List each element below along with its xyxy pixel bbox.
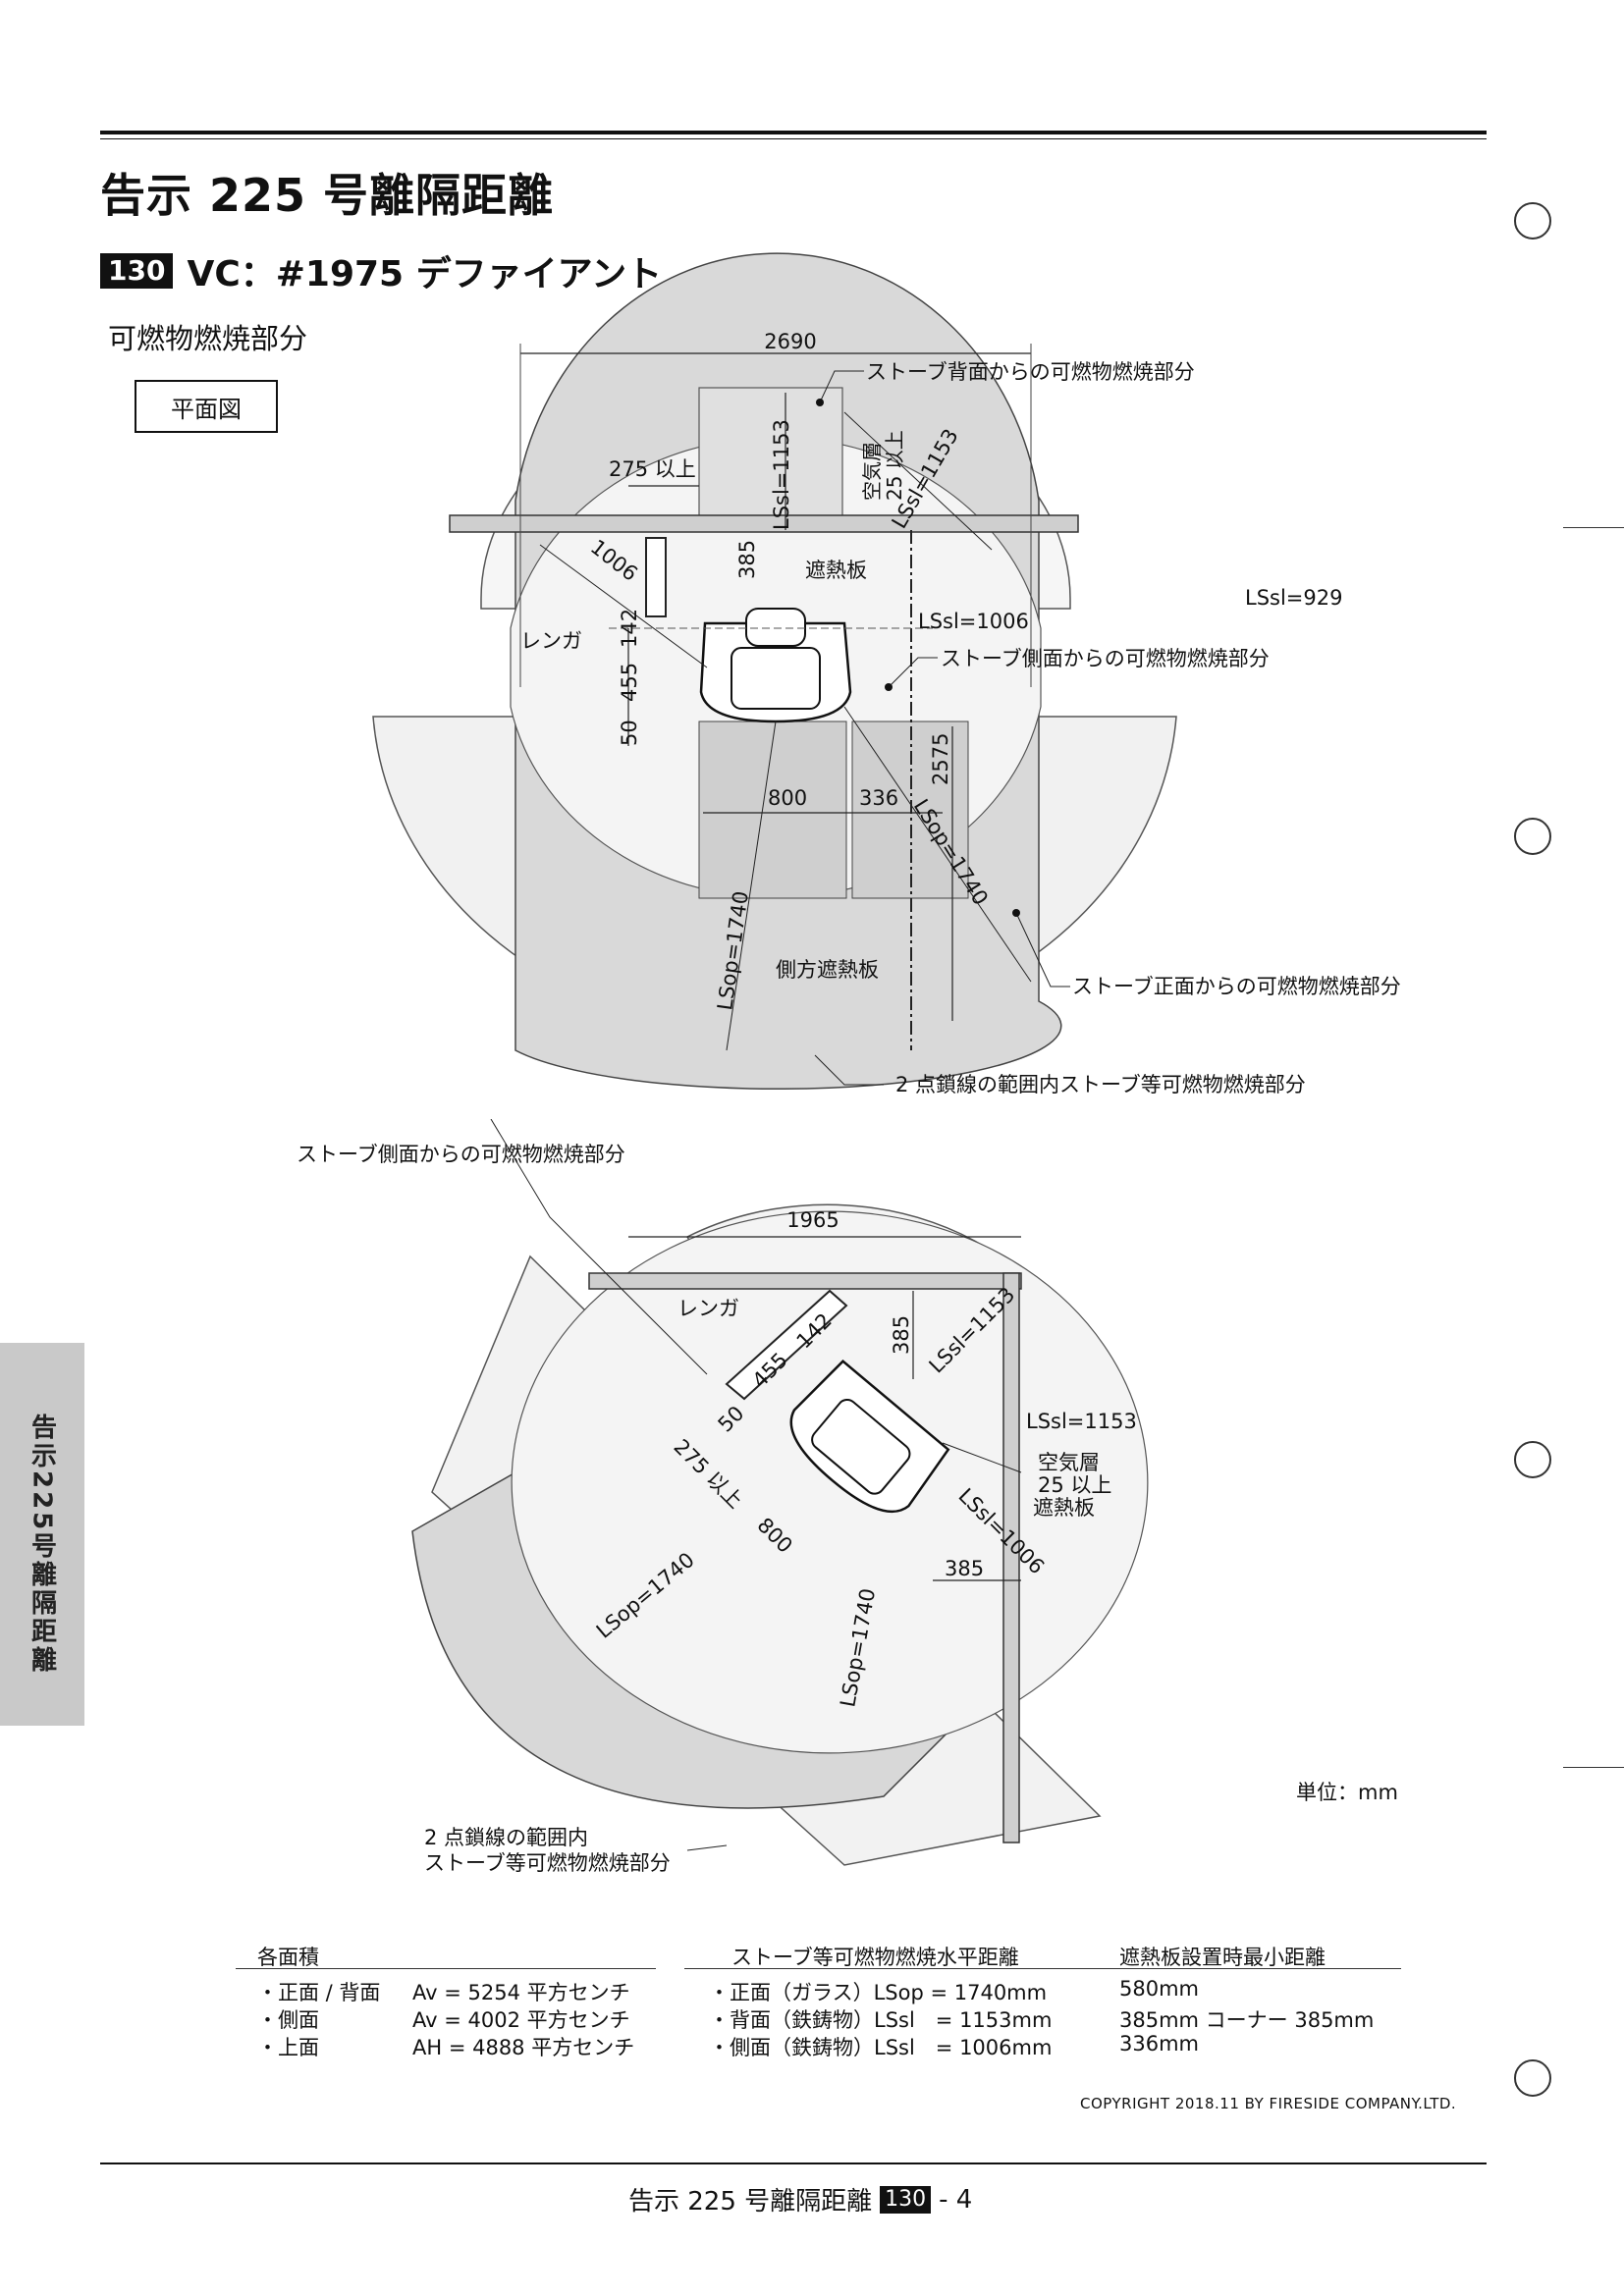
distance-row-1-min: 580mm [1119,1977,1199,2001]
label-1965: 1965 [786,1208,839,1232]
section-heading: 可燃物燃焼部分 [108,322,308,355]
page-number: - 4 [939,2184,973,2215]
area-row-2-value: Av = 4002 平方センチ [412,2008,630,2032]
model-name: VC：#1975 デファイアント [187,254,663,294]
label-455: 455 [618,663,641,702]
binder-hole-4 [1514,2059,1551,2097]
footer-title: 告示 225 号離隔距離 [628,2187,873,2216]
distance-row-1-label: ・正面（ガラス）LSop = 1740mm [709,1981,1048,2004]
label-lssl-1006: LSsl=1006 [918,610,1029,633]
corner-wall-top [588,1272,1022,1290]
label-2575: 2575 [929,733,952,785]
copyright: COPYRIGHT 2018.11 BY FIRESIDE COMPANY.LT… [1080,2095,1457,2112]
area-row-3-label: ・上面 [257,2036,319,2059]
binder-hole-3 [1514,1441,1551,1478]
leader-chain [686,1844,728,1851]
label-2690: 2690 [764,330,816,353]
label-lssl-1153: LSsl=1153 [770,419,793,530]
distance-row-2-min: 385mm コーナー 385mm [1119,2008,1375,2032]
callout-side: ストーブ側面からの可燃物燃焼部分 [941,647,1270,670]
label-heat-shield: 遮熱板 [805,559,867,582]
area-table-header: 各面積 [257,1946,319,1969]
binder-hole-2 [1514,818,1551,855]
label-brick: レンガ [677,1297,739,1320]
callout-chain: 2 点鎖線の範囲内ストーブ等可燃物燃焼部分 [895,1073,1306,1096]
label-385-top: 385 [890,1315,913,1355]
model-heading: 130 VC：#1975 デファイアント [100,245,662,296]
stove-top-view [699,608,852,723]
area-row-1-label: ・正面 / 背面 [257,1981,381,2004]
callout-front: ストーブ正面からの可燃物燃焼部分 [1072,975,1401,998]
back-strip [698,387,843,526]
distance-row-3-min: 336mm [1119,2032,1199,2056]
label-385-bottom: 385 [945,1557,984,1580]
label-lssl-929: LSsl=929 [1245,586,1342,610]
corner-stove-top-view [789,1360,950,1514]
label-385: 385 [735,540,759,579]
header-rule-thick [100,131,1487,134]
label-heat-shield: 遮熱板 [1033,1496,1095,1520]
edge-mark-2 [1563,1767,1624,1768]
area-table-rule [236,1968,656,1969]
side-tab-label: 告示225号離隔距離 [27,1414,57,1676]
back-wall [449,514,1079,533]
unit-label: 単位：mm [1296,1781,1398,1804]
distance-row-3-label: ・側面（鉄鋳物）LSsl = 1006mm [709,2036,1053,2059]
plan-diagram-straight: 2690 ストーブ背面からの可燃物燃焼部分 275 以上 LSsl=1153 空… [372,252,1401,1096]
header-rule-thin [100,138,1487,139]
footer-badge: 130 [880,2185,932,2214]
plan-label: 平面図 [171,395,242,423]
dim-line-lsop-a [726,721,777,1051]
plan-label-box: 平面図 [135,380,278,433]
label-lssl-1153-b: LSsl=1153 [1026,1410,1137,1433]
plan-diagram-corner: 1965 レンガ 385 LSsl=1153 142 455 50 LSsl=1… [411,1119,1149,1866]
brick-column [645,537,667,617]
page-title: 告示 225 号離隔距離 [100,169,555,222]
area-row-1-value: Av = 5254 平方センチ [412,1981,630,2004]
callout-chain-2b: ストーブ等可燃物燃焼部分 [424,1851,671,1875]
model-number-badge: 130 [100,253,174,289]
front-strip-left [698,721,847,899]
callout-side-2: ストーブ側面からの可燃物燃焼部分 [297,1143,625,1166]
leader-air [942,1442,1022,1473]
callout-chain-2a: 2 点鎖線の範囲内 [424,1826,589,1849]
corner-side-region [511,1210,1149,1754]
distance-row-2-label: ・背面（鉄鋳物）LSsl = 1153mm [709,2008,1053,2032]
callout-back: ストーブ背面からの可燃物燃焼部分 [866,360,1195,384]
distance-table-header: ストーブ等可燃物燃焼水平距離 [731,1946,1019,1969]
dim-line-1006 [539,544,708,668]
label-side-heat-shield: 側方遮熱板 [776,958,879,982]
corner-wall-right [1002,1272,1020,1843]
edge-mark-1 [1563,527,1624,528]
label-air-layer: 空気層 [1038,1451,1100,1474]
label-50: 50 [618,720,641,746]
side-index-tab: 告示225号離隔距離 [0,1343,84,1726]
dim-line-1153-diag [843,411,993,551]
label-air-layer-min: 25 以上 [883,430,906,501]
distance-table-rule [684,1968,1401,1969]
label-800: 800 [768,786,807,810]
label-brick: レンガ [520,629,582,653]
corner-brick [725,1289,848,1401]
dim-line-lsop-b [843,706,1032,983]
page-footer: 告示 225 号離隔距離 130 - 4 [628,2181,972,2217]
label-336: 336 [859,786,898,810]
label-air-layer: 空気層 [860,442,884,501]
label-142: 142 [618,609,641,648]
min-distance-header: 遮熱板設置時最小距離 [1119,1946,1326,1969]
footer-rule [100,2163,1487,2164]
label-air-layer-min: 25 以上 [1038,1473,1111,1497]
label-275: 275 以上 [609,457,696,481]
area-row-3-value: AH = 4888 平方センチ [412,2036,635,2059]
area-row-2-label: ・側面 [257,2008,319,2032]
leader-side [490,1119,708,1375]
binder-hole-1 [1514,202,1551,240]
